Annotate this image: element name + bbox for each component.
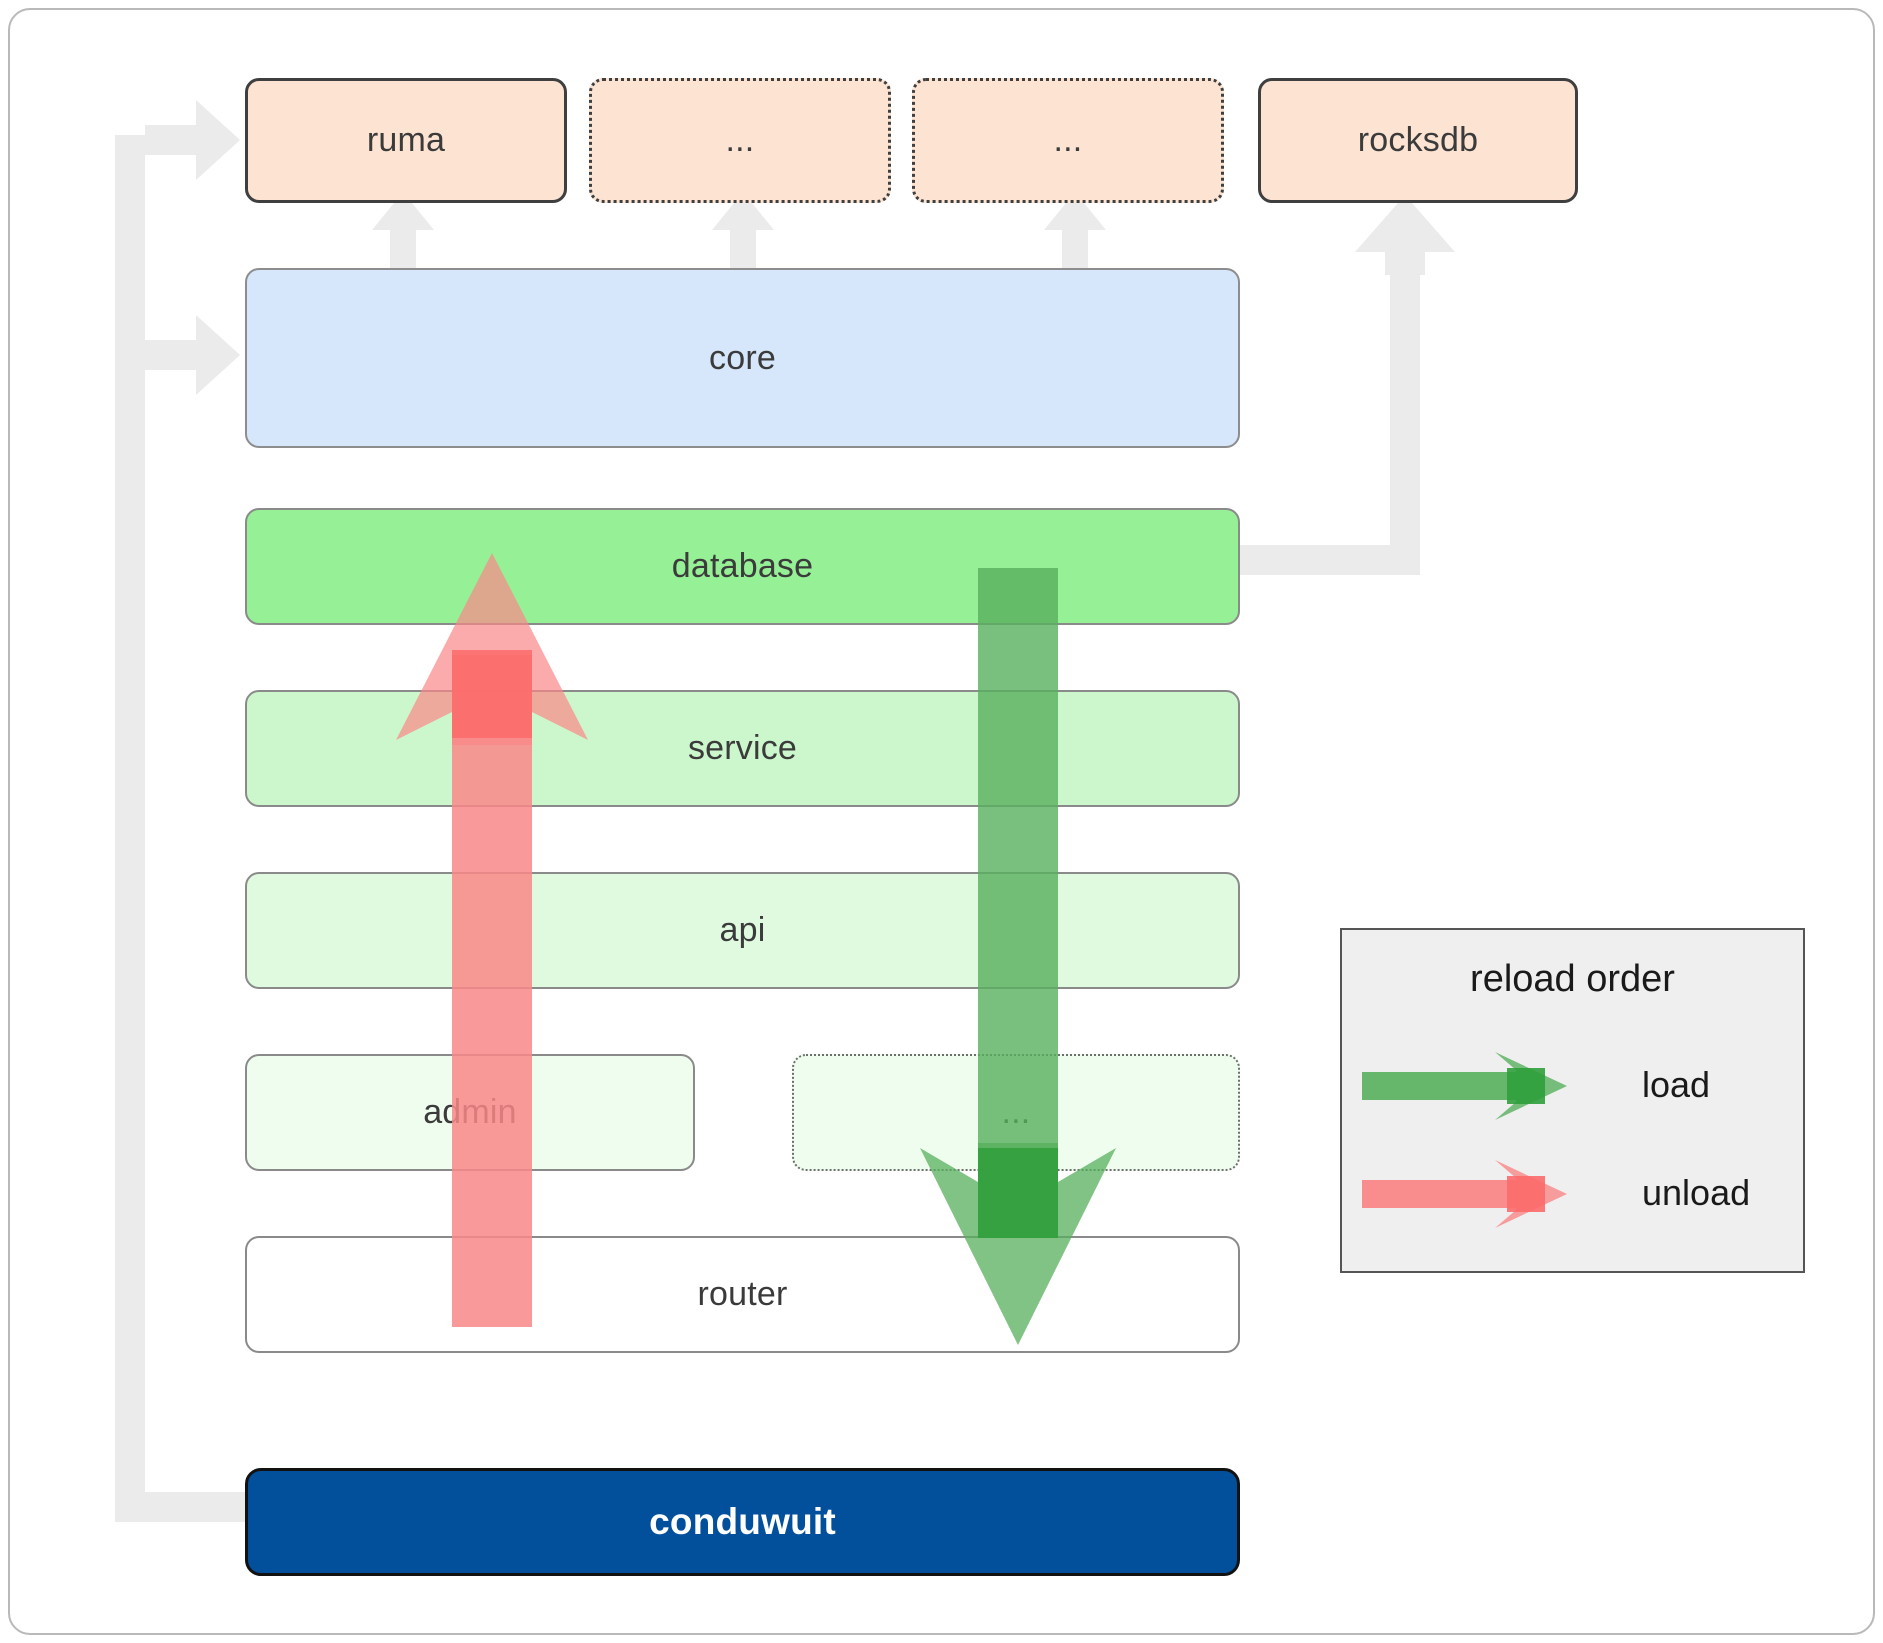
link-arrow-db-to-rocksdb	[1355, 195, 1455, 275]
legend-title: reload order	[1470, 958, 1675, 1000]
load-arrow	[920, 568, 1116, 1345]
legend-row-load: load	[1342, 1040, 1803, 1130]
unload-arrow-shaft	[452, 655, 532, 1327]
load-arrow-shaft	[978, 568, 1058, 1238]
link-arrow-to-core	[145, 315, 240, 395]
link-arrow-core-to-ruma	[372, 192, 434, 268]
link-db-to-rocksdb-horizontal	[1240, 545, 1404, 575]
legend-panel: reload order load unload	[1340, 928, 1805, 1273]
legend-load-arrow-icon	[1362, 1052, 1567, 1120]
link-arrow-to-ruma	[145, 100, 240, 180]
legend-load-label: load	[1642, 1064, 1711, 1105]
link-trunk-vertical	[115, 135, 145, 1520]
unload-arrow	[396, 553, 588, 1327]
legend-unload-arrow-icon	[1362, 1160, 1567, 1228]
legend-unload-label: unload	[1642, 1172, 1751, 1213]
link-arrow-core-to-dep2	[712, 192, 774, 268]
link-db-to-rocksdb-vertical	[1390, 265, 1420, 575]
node-service[interactable]: service	[245, 690, 1240, 807]
node-core[interactable]: core	[245, 268, 1240, 448]
load-arrow-head	[920, 1143, 1116, 1345]
link-trunk-to-conduwuit	[115, 1492, 245, 1522]
link-arrow-core-to-dep3	[1044, 192, 1106, 268]
unload-arrow-notch	[452, 650, 532, 738]
legend-row-unload: unload	[1342, 1148, 1803, 1238]
unload-arrow-head	[396, 553, 588, 745]
load-arrow-notch	[978, 1148, 1058, 1238]
